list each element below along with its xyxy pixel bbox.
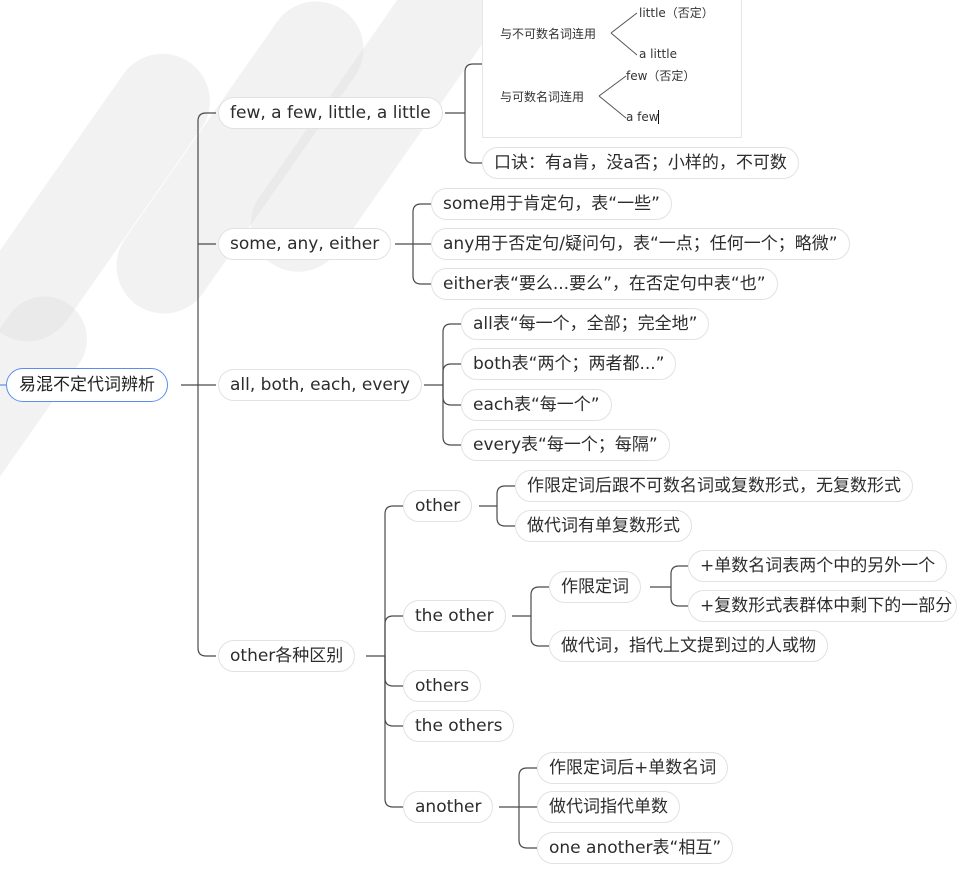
node-label: some用于肯定句，表“一些” xyxy=(443,194,660,214)
node-all-item[interactable]: every表“每一个；每隔” xyxy=(461,429,670,461)
node-the-others[interactable]: the others xyxy=(403,710,515,742)
few-negative-label: few（否定） xyxy=(626,69,696,83)
node-label: +复数形式表群体中剩下的一部分 xyxy=(700,596,953,616)
node-determiner-item[interactable]: +复数形式表群体中剩下的一部分 xyxy=(688,590,958,622)
node-label: all表“每一个，全部；完全地” xyxy=(473,314,698,334)
node-another-item[interactable]: one another表“相互” xyxy=(537,832,734,864)
node-label: the other xyxy=(415,606,494,626)
root-node[interactable]: 易混不定代词辨析 xyxy=(6,368,168,402)
node-label: 作限定词后+单数名词 xyxy=(549,758,717,778)
node-label: both表“两个；两者都...” xyxy=(473,354,665,374)
node-label: all, both, each, every xyxy=(230,375,410,395)
node-some-any-either[interactable]: some, any, either xyxy=(218,228,392,260)
node-all-item[interactable]: all表“每一个，全部；完全地” xyxy=(461,308,710,340)
node-determiner-item[interactable]: +单数名词表两个中的另外一个 xyxy=(688,550,948,582)
node-all-item[interactable]: both表“两个；两者都...” xyxy=(461,348,677,380)
node-label: 做代词，指代上文提到过的人或物 xyxy=(561,636,816,656)
node-the-other[interactable]: the other xyxy=(403,600,506,632)
a-few-label: a few xyxy=(626,110,659,124)
node-label: each表“每一个” xyxy=(473,395,600,415)
node-label: 作限定词 xyxy=(561,577,629,597)
node-label: other各种区别 xyxy=(230,646,344,666)
node-label: others xyxy=(415,676,470,696)
node-label: any用于否定句/疑问句，表“一点；任何一个；略微” xyxy=(443,234,838,254)
node-label: +单数名词表两个中的另外一个 xyxy=(700,556,936,576)
node-label: the others xyxy=(415,716,503,736)
node-label: 作限定词后跟不可数名词或复数形式，无复数形式 xyxy=(527,476,901,496)
node-some-item[interactable]: either表“要么...要么”，在否定句中表“也” xyxy=(431,268,778,300)
node-label: every表“每一个；每隔” xyxy=(473,435,658,455)
text-cursor xyxy=(658,110,659,124)
node-label: one another表“相互” xyxy=(549,838,722,858)
node-other-differences[interactable]: other各种区别 xyxy=(218,640,356,672)
embedded-image-diagram: 与不可数名词连用 little（否定） a little 与可数名词连用 few… xyxy=(482,0,742,138)
root-label: 易混不定代词辨析 xyxy=(19,375,155,395)
node-mnemonic[interactable]: 口诀：有a肯，没a否；小样的，不可数 xyxy=(482,147,799,179)
node-some-item[interactable]: any用于否定句/疑问句，表“一点；任何一个；略微” xyxy=(431,228,850,260)
mini-branch-lines xyxy=(598,12,638,119)
node-label: other xyxy=(415,496,461,516)
little-negative-label: little（否定） xyxy=(639,6,714,20)
node-other[interactable]: other xyxy=(403,490,473,522)
node-label: 做代词指代单数 xyxy=(549,797,668,817)
node-another-item[interactable]: 作限定词后+单数名词 xyxy=(537,752,729,784)
node-other-item[interactable]: 作限定词后跟不可数名词或复数形式，无复数形式 xyxy=(515,470,913,502)
node-label: either表“要么...要么”，在否定句中表“也” xyxy=(443,274,766,294)
node-some-item[interactable]: some用于肯定句，表“一些” xyxy=(431,188,672,220)
node-all-item[interactable]: each表“每一个” xyxy=(461,389,612,421)
node-another-item[interactable]: 做代词指代单数 xyxy=(537,791,680,823)
node-another[interactable]: another xyxy=(403,791,494,823)
node-label: 口诀：有a肯，没a否；小样的，不可数 xyxy=(494,153,787,173)
node-few-little[interactable]: few, a few, little, a little xyxy=(218,97,443,129)
node-other-item[interactable]: 做代词有单复数形式 xyxy=(515,510,692,542)
node-all-both-each-every[interactable]: all, both, each, every xyxy=(218,369,422,401)
countable-label: 与可数名词连用 xyxy=(500,90,585,104)
node-label: few, a few, little, a little xyxy=(230,103,431,123)
node-pronoun[interactable]: 做代词，指代上文提到过的人或物 xyxy=(549,630,828,662)
node-others[interactable]: others xyxy=(403,670,482,702)
node-label: another xyxy=(415,797,482,817)
a-little-label: a little xyxy=(639,47,677,61)
node-label: some, any, either xyxy=(230,234,380,254)
node-determiner[interactable]: 作限定词 xyxy=(549,571,641,603)
node-label: 做代词有单复数形式 xyxy=(527,516,680,536)
uncountable-label: 与不可数名词连用 xyxy=(500,27,597,41)
